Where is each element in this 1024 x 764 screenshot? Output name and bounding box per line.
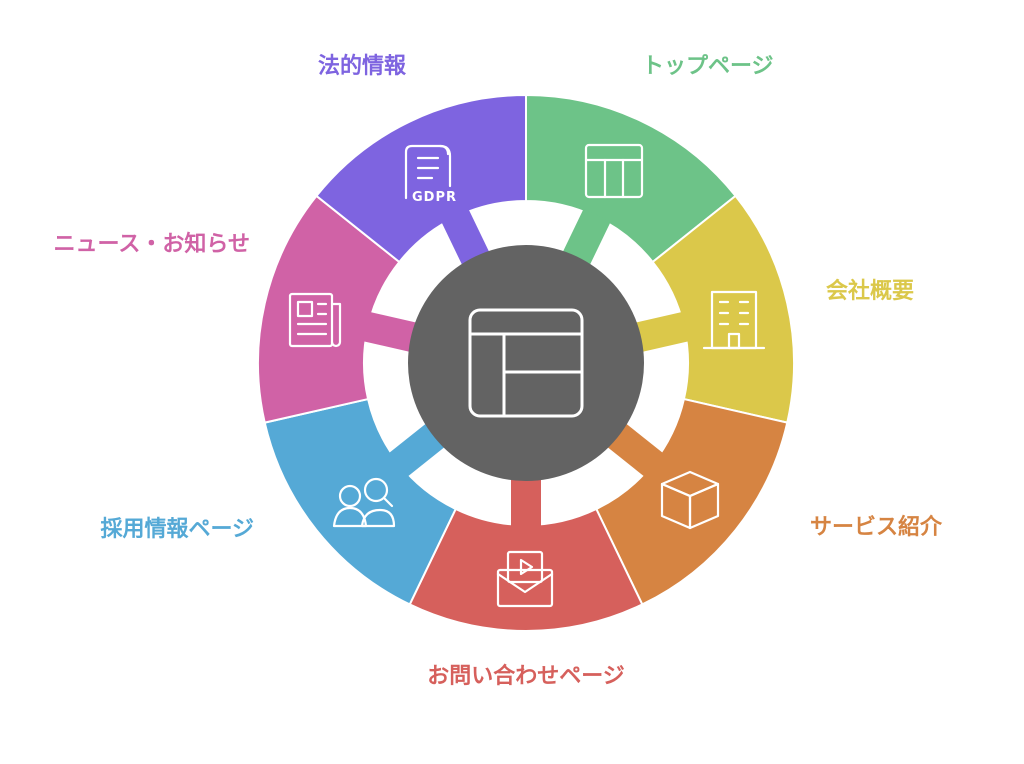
label-top-page: トップページ [642,54,774,79]
label-service: サービス紹介 [810,514,943,540]
connector-company [633,311,690,353]
connector-legal [441,208,491,267]
building-icon [702,290,766,350]
people-search-icon [332,477,396,528]
box-icon [660,470,720,530]
center-circle [408,245,644,481]
newspaper-icon [288,292,342,348]
connector-service [605,422,664,477]
label-contact: お問い合わせページ [427,663,625,689]
table-icon [584,143,644,199]
gdpr-icon-text: GDPR [412,190,457,205]
label-news: ニュース・お知らせ [54,231,250,257]
connector-news [362,311,419,353]
label-recruit: 採用情報ページ [100,516,254,542]
email-video-icon [496,550,554,608]
segments-layer [257,93,795,633]
gdpr-document-icon [404,144,452,200]
connector-top-page [561,208,611,267]
label-company: 会社概要 [826,278,914,304]
label-legal: 法的情報 [318,53,407,79]
connector-recruit [388,422,447,477]
layout-icon [468,308,584,418]
